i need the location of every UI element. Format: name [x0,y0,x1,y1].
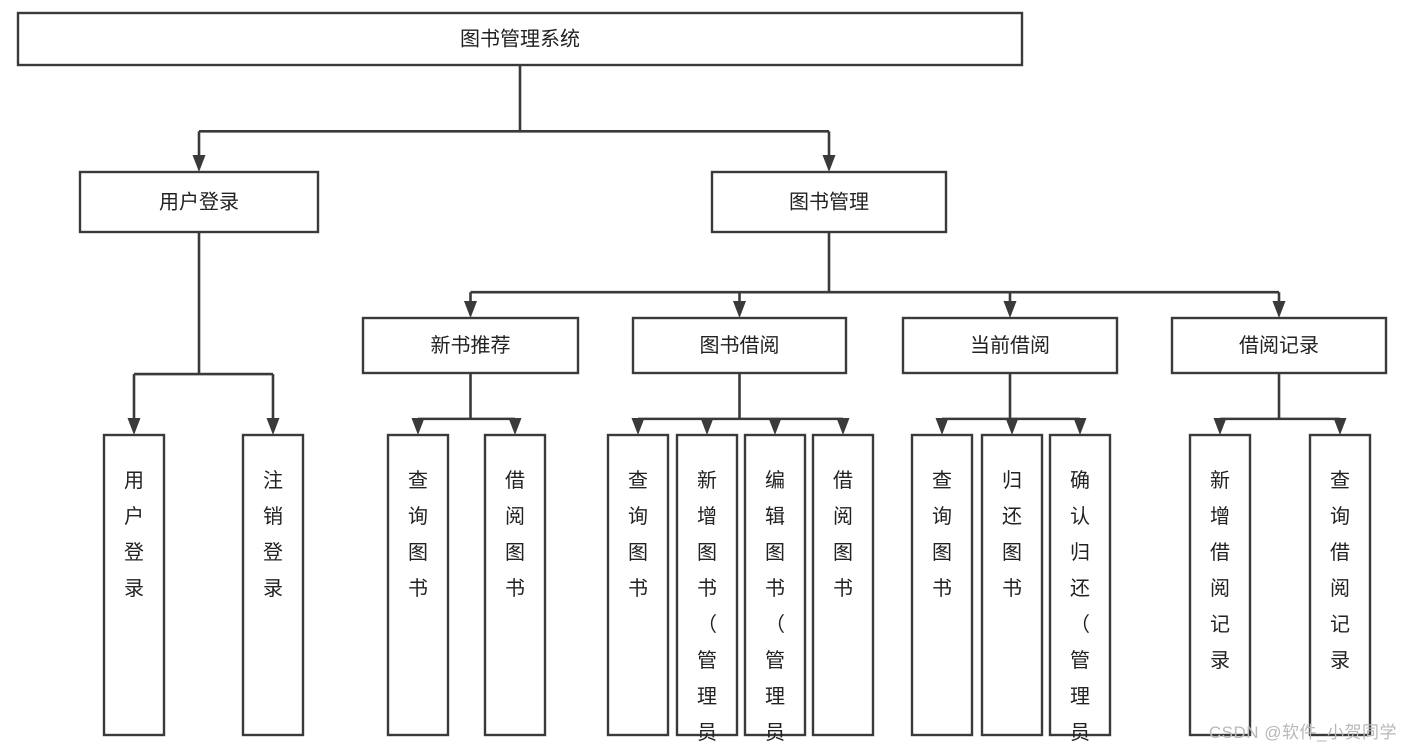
node-label-leaf-cur-confirm: 确认归还（管理员） [1070,469,1090,747]
node-label-leaf-rec-query: 查询图书 [408,469,428,600]
node-leaf-cur-query[interactable]: 查询图书 [910,433,974,737]
node-label-leaf-user-logout: 注销登录 [263,469,283,600]
node-label-root: 图书管理系统 [460,27,580,50]
node-leaf-cur-confirm[interactable]: 确认归还（管理员） [1048,433,1112,747]
node-leaf-borrow-query[interactable]: 查询图书 [606,433,670,737]
node-box-leaf-borrow-add[interactable] [675,433,739,737]
node-leaf-user-login[interactable]: 用户登录 [102,433,166,737]
node-new-book-rec[interactable]: 新书推荐 [361,316,580,375]
node-box-leaf-rec-search[interactable] [1308,433,1372,737]
node-box-leaf-rec-borrow[interactable] [483,433,547,737]
node-label-leaf-borrow-add: 新增图书（管理员） [697,469,717,747]
node-leaf-rec-add[interactable]: 新增借阅记录 [1188,433,1252,737]
node-box-leaf-user-login[interactable] [102,433,166,737]
node-box-leaf-cur-return[interactable] [980,433,1044,737]
node-box-book-manage[interactable] [710,170,948,234]
nodes-layer: 图书管理系统用户登录图书管理新书推荐图书借阅当前借阅借阅记录用户登录注销登录查询… [16,11,1388,747]
node-box-leaf-rec-query[interactable] [386,433,450,737]
node-leaf-borrow-add[interactable]: 新增图书（管理员） [675,433,739,747]
node-label-leaf-cur-return: 归还图书 [1002,469,1022,600]
node-label-leaf-rec-search: 查询借阅记录 [1330,469,1350,672]
node-box-leaf-borrow-query[interactable] [606,433,670,737]
node-box-leaf-cur-confirm[interactable] [1048,433,1112,737]
node-leaf-rec-borrow[interactable]: 借阅图书 [483,433,547,737]
node-box-leaf-borrow-edit[interactable] [743,433,807,737]
node-current-borrow[interactable]: 当前借阅 [901,316,1119,375]
node-label-leaf-rec-borrow: 借阅图书 [505,469,525,600]
node-leaf-user-logout[interactable]: 注销登录 [241,433,305,737]
node-label-new-book-rec: 新书推荐 [431,334,511,357]
node-label-leaf-borrow-query: 查询图书 [628,469,648,600]
node-box-leaf-user-logout[interactable] [241,433,305,737]
node-box-user-login[interactable] [78,170,320,234]
node-label-book-borrow: 图书借阅 [700,334,780,357]
node-label-user-login: 用户登录 [159,190,239,213]
node-book-borrow[interactable]: 图书借阅 [631,316,848,375]
node-label-leaf-borrow-edit: 编辑图书（管理员） [765,469,785,747]
node-leaf-rec-query[interactable]: 查询图书 [386,433,450,737]
connectors-layer [127,65,1347,435]
node-label-current-borrow: 当前借阅 [970,334,1050,357]
node-box-leaf-rec-add[interactable] [1188,433,1252,737]
node-box-book-borrow[interactable] [631,316,848,375]
node-leaf-borrow-edit[interactable]: 编辑图书（管理员） [743,433,807,747]
node-box-borrow-record[interactable] [1170,316,1388,375]
node-borrow-record[interactable]: 借阅记录 [1170,316,1388,375]
node-box-leaf-borrow-lend[interactable] [811,433,875,737]
node-label-borrow-record: 借阅记录 [1239,334,1319,357]
node-label-book-manage: 图书管理 [789,190,869,213]
node-label-leaf-borrow-lend: 借阅图书 [833,469,853,600]
node-leaf-cur-return[interactable]: 归还图书 [980,433,1044,737]
node-label-leaf-cur-query: 查询图书 [932,469,952,600]
node-label-leaf-user-login: 用户登录 [124,470,144,600]
node-box-current-borrow[interactable] [901,316,1119,375]
node-user-login[interactable]: 用户登录 [78,170,320,234]
node-label-leaf-rec-add: 新增借阅记录 [1210,469,1230,672]
node-root[interactable]: 图书管理系统 [16,11,1024,67]
node-box-new-book-rec[interactable] [361,316,580,375]
node-box-root[interactable] [16,11,1024,67]
node-box-leaf-cur-query[interactable] [910,433,974,737]
watermark-text: CSDN @软件_小贺同学 [1208,723,1397,742]
node-book-manage[interactable]: 图书管理 [710,170,948,234]
node-leaf-borrow-lend[interactable]: 借阅图书 [811,433,875,737]
node-leaf-rec-search[interactable]: 查询借阅记录 [1308,433,1372,737]
